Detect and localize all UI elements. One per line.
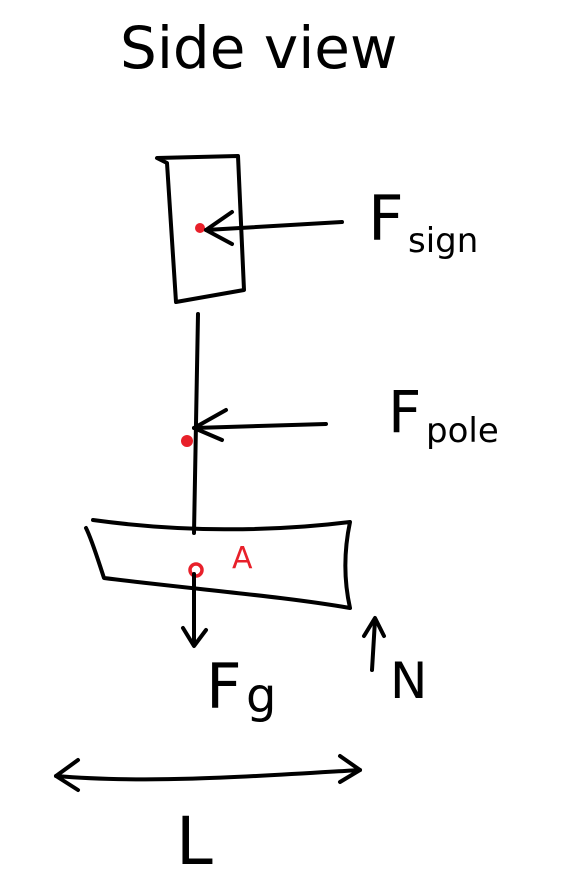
sign-center-point (195, 223, 205, 233)
normal-arrow-shaft (370, 618, 377, 672)
f-g-arrow-head (181, 626, 208, 648)
pole (192, 312, 200, 535)
length-label: L (176, 803, 213, 880)
length-dimension-line (54, 768, 362, 782)
f-pole-label: F (388, 378, 421, 446)
sign-box (155, 154, 246, 304)
f-pole-arrow-shaft (192, 422, 328, 430)
f-pole-arrow-head (192, 408, 228, 442)
pole-center-point (181, 435, 193, 447)
f-sign-subscript: sign (408, 221, 478, 261)
f-sign-arrow-head (204, 210, 234, 246)
normal-arrow-head (362, 616, 386, 638)
point-a-label: A (232, 541, 253, 576)
f-sign-arrow-shaft (204, 220, 344, 232)
normal-force-label: N (390, 652, 427, 710)
diagram-title: Side view (120, 14, 397, 82)
f-g-label: F (206, 650, 242, 723)
f-sign-label: F (368, 182, 404, 255)
f-pole-subscript: pole (426, 411, 499, 451)
f-g-subscript: g (246, 668, 276, 724)
base-box (84, 518, 352, 610)
length-arrow-left-head (54, 758, 80, 792)
length-arrow-right-head (338, 754, 362, 784)
